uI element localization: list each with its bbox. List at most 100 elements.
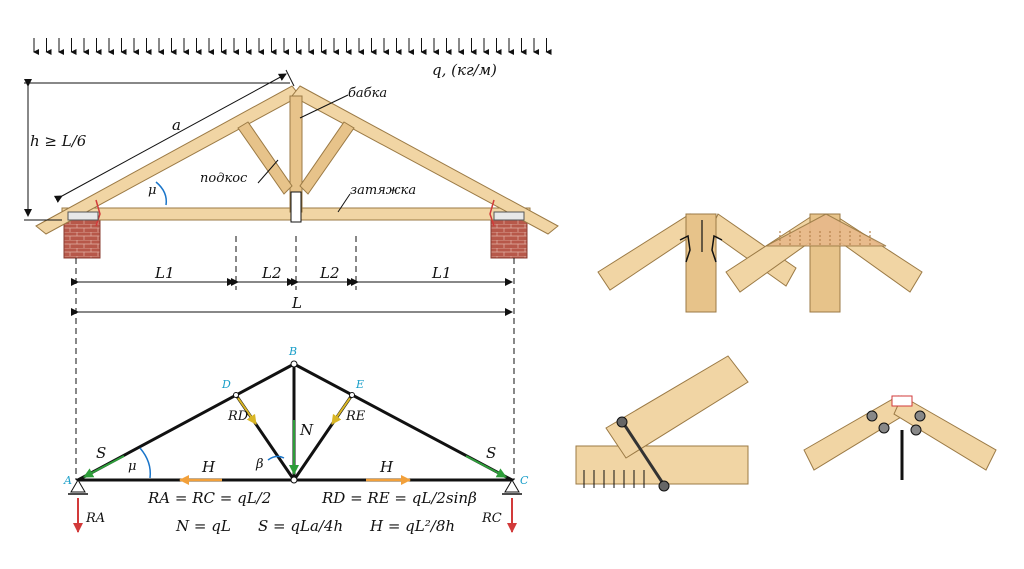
load-label: q, (кг/м) — [432, 61, 497, 79]
ridge-joint-with-gusset-plate — [725, 213, 923, 313]
span-dimensions: L1 L2 L2 L1 L — [71, 236, 515, 480]
formula-H: H = qL²/8h — [369, 517, 455, 535]
gusset-nail — [839, 239, 841, 241]
gusset-nail — [809, 231, 811, 233]
formula-RA-RC: RA = RC = qL/2 — [147, 489, 271, 507]
node-B: B — [288, 345, 297, 358]
force-S-right-vector — [465, 455, 507, 478]
label-S-right: S — [486, 444, 496, 462]
label-a: a — [172, 116, 181, 134]
gusset-nail — [789, 235, 791, 237]
label-L2-left: L2 — [261, 264, 282, 282]
gusset-nail — [789, 243, 791, 245]
node-C: C — [520, 474, 529, 487]
gusset-nail — [819, 243, 821, 245]
gusset-nail — [789, 239, 791, 241]
label-N: N — [299, 421, 314, 439]
support-C — [502, 479, 522, 533]
gusset-nail — [869, 231, 871, 233]
right-mauerlat — [493, 211, 525, 221]
label-babka: бабка — [348, 86, 387, 101]
gusset-nail — [779, 235, 781, 237]
gusset-nail — [849, 235, 851, 237]
gusset-nail — [799, 243, 801, 245]
gusset-nail — [819, 239, 821, 241]
gusset-nail — [859, 235, 861, 237]
gusset-nail — [859, 231, 861, 233]
eave-joint-with-bolt — [575, 355, 749, 492]
gusset-nail — [859, 239, 861, 241]
ridge-joint-with-brackets — [597, 213, 797, 313]
label-mu: μ — [128, 459, 136, 474]
distributed-load-arrows — [33, 38, 552, 55]
support-A — [68, 479, 88, 533]
gusset-nail — [799, 235, 801, 237]
formula-S: S = qLa/4h — [258, 517, 343, 535]
king-post — [289, 95, 303, 213]
label-L1-left: L1 — [154, 264, 175, 282]
label-RD: RD — [227, 409, 249, 424]
label-RC: RC — [481, 511, 502, 526]
podkos-leader — [257, 159, 279, 184]
node-D-point — [233, 392, 239, 398]
formula-RD-RE: RD = RE = qL/2sinβ — [321, 489, 477, 507]
gusset-nail — [779, 231, 781, 233]
dimension-h: h ≥ L/6 — [24, 79, 290, 221]
label-podkos: подкос — [200, 171, 248, 186]
gusset-nail — [819, 231, 821, 233]
left-anchor — [95, 199, 101, 227]
label-L: L — [291, 294, 302, 312]
gusset-nail — [819, 235, 821, 237]
label-beta: β — [255, 457, 264, 472]
gusset-nail — [829, 235, 831, 237]
force-RE-vector — [331, 397, 351, 425]
timber-truss-illustration — [35, 85, 559, 259]
node-E-point — [349, 392, 355, 398]
right-rafter — [291, 85, 559, 235]
ridge-joint-with-bolts — [803, 395, 997, 480]
gusset-nail — [849, 231, 851, 233]
gusset-nail — [849, 243, 851, 245]
gusset-nail — [809, 239, 811, 241]
label-height: h ≥ L/6 — [30, 132, 87, 150]
king-post-bracket — [290, 191, 302, 223]
gusset-nail — [799, 239, 801, 241]
truss-scheme: A B C D E S S H H N RD RE μ β RA RC — [63, 345, 529, 533]
left-mauerlat — [67, 211, 99, 221]
right-strut — [299, 121, 355, 195]
node-D: D — [221, 378, 231, 391]
label-zatyazhka: затяжка — [350, 183, 416, 198]
mu-angle-arc — [139, 447, 152, 479]
label-H-left: H — [201, 458, 216, 476]
force-S-left-vector — [83, 455, 125, 478]
gusset-nail — [809, 243, 811, 245]
gusset-nail — [849, 239, 851, 241]
gusset-nail — [839, 235, 841, 237]
babka-leader — [299, 94, 349, 119]
zatyazhka-leader — [337, 193, 351, 213]
mu-arc-top — [155, 181, 168, 206]
gusset-nail — [839, 243, 841, 245]
gusset-nail — [869, 243, 871, 245]
label-mu-top: μ — [148, 183, 156, 198]
label-L1-right: L1 — [431, 264, 452, 282]
right-anchor — [489, 199, 495, 227]
gusset-nail — [779, 239, 781, 241]
label-L2-right: L2 — [319, 264, 340, 282]
gusset-nail — [779, 243, 781, 245]
force-RD-vector — [237, 397, 257, 425]
label-H-right: H — [379, 458, 394, 476]
gusset-nail — [869, 239, 871, 241]
node-E: E — [355, 378, 364, 391]
gusset-nail — [829, 243, 831, 245]
formulas: RA = RC = qL/2 RD = RE = qL/2sinβ N = qL… — [147, 489, 477, 535]
node-center-point — [290, 476, 298, 484]
node-A: A — [63, 474, 72, 487]
gusset-nail — [829, 239, 831, 241]
gusset-nail — [789, 231, 791, 233]
formula-N: N = qL — [175, 517, 231, 535]
gusset-nail — [869, 235, 871, 237]
gusset-nail — [809, 235, 811, 237]
gusset-nail — [839, 231, 841, 233]
